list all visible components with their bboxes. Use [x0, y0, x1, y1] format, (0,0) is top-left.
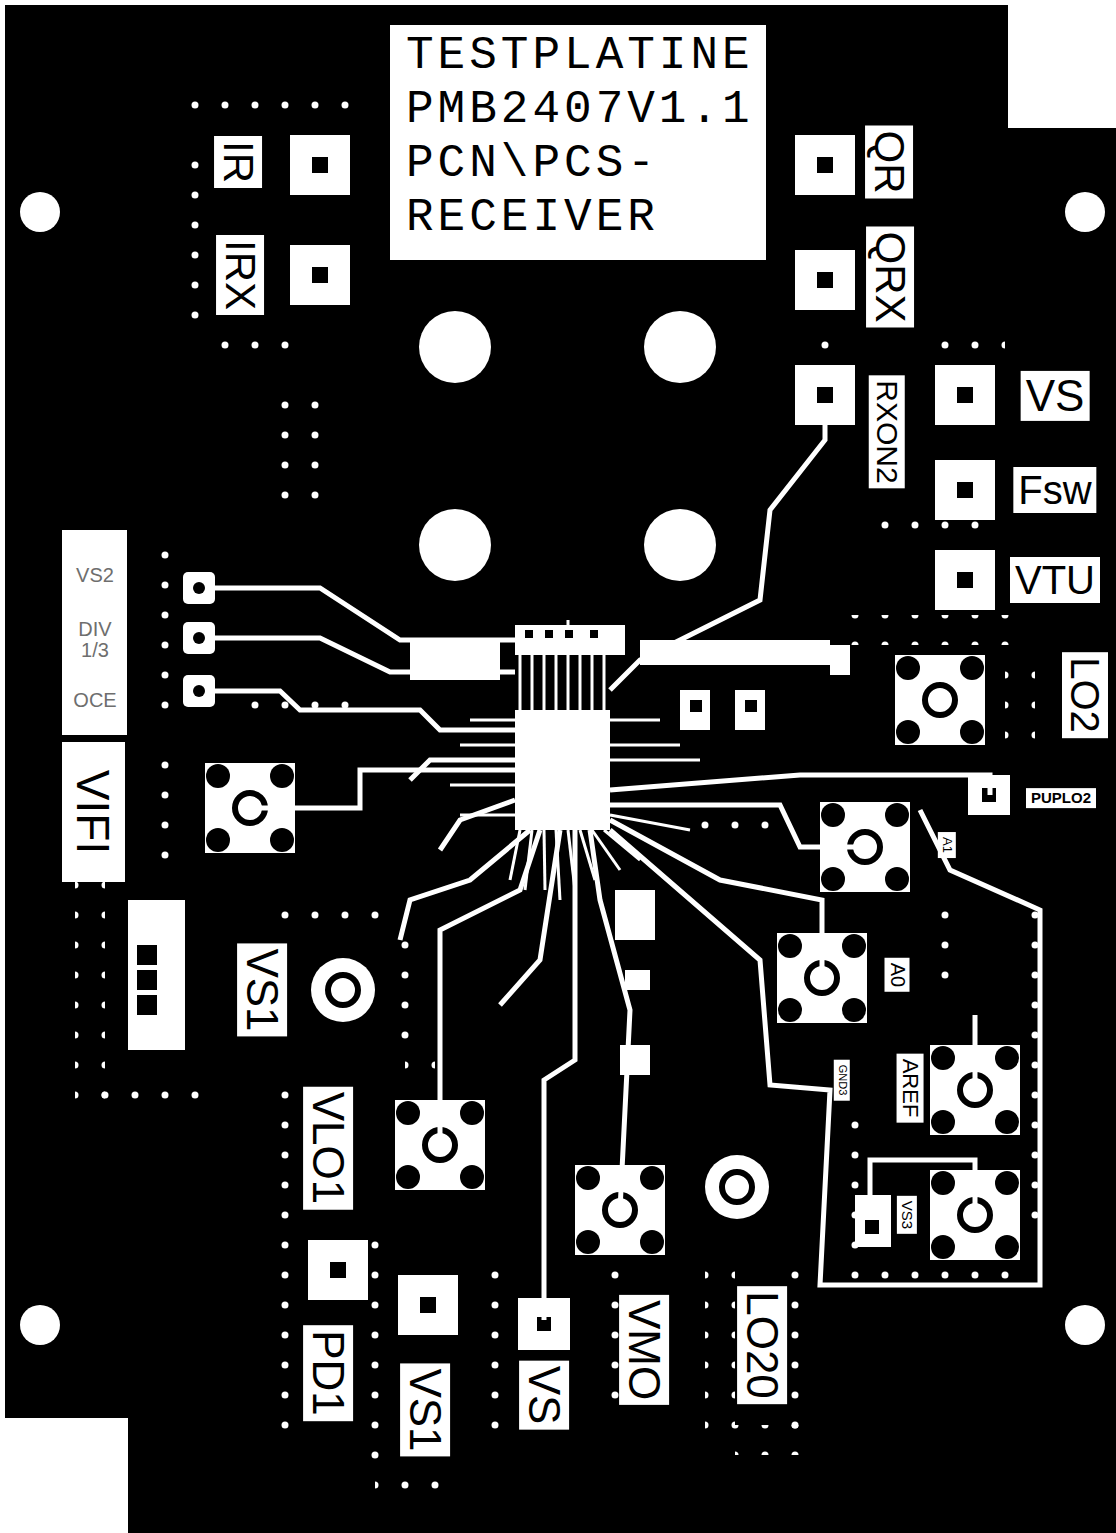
pin-label: VMO: [619, 1295, 669, 1405]
pin-label: QRX: [866, 226, 914, 327]
pin-label: LO2: [1062, 652, 1108, 738]
pin-label: VS1: [237, 943, 287, 1036]
pin-label: VTU: [1010, 557, 1100, 603]
pin-label: VIFI: [67, 765, 119, 859]
pin-label: PD1: [303, 1325, 353, 1421]
pin-label: DIV 1/3: [70, 617, 120, 663]
pin-label: IRX: [216, 235, 264, 315]
pin-label: VS: [1021, 371, 1090, 421]
pin-label: VS3: [897, 1196, 917, 1234]
pin-label: QR: [865, 126, 913, 199]
pin-label: A0: [885, 958, 910, 992]
board-title: TESTPLATINE PMB2407V1.1 PCN\PCS- RECEIVE…: [406, 29, 754, 245]
pin-label: OCE: [68, 688, 121, 713]
pin-label: VS: [519, 1361, 569, 1430]
pin-label: RXON2: [869, 375, 905, 488]
pin-label: VS1: [400, 1363, 450, 1456]
pin-label: AREF: [896, 1054, 923, 1123]
title-box: TESTPLATINE PMB2407V1.1 PCN\PCS- RECEIVE…: [390, 25, 766, 260]
pin-label: LO20: [737, 1286, 787, 1404]
pin-label: VLO1: [303, 1087, 353, 1210]
pin-label: GND3: [834, 1060, 850, 1101]
pin-label: Fsw: [1013, 467, 1096, 513]
pin-label: A1: [938, 832, 956, 858]
pin-label: PUPLO2: [1026, 788, 1096, 808]
pin-label: IR: [214, 136, 262, 188]
pin-label: VS2: [71, 563, 119, 588]
